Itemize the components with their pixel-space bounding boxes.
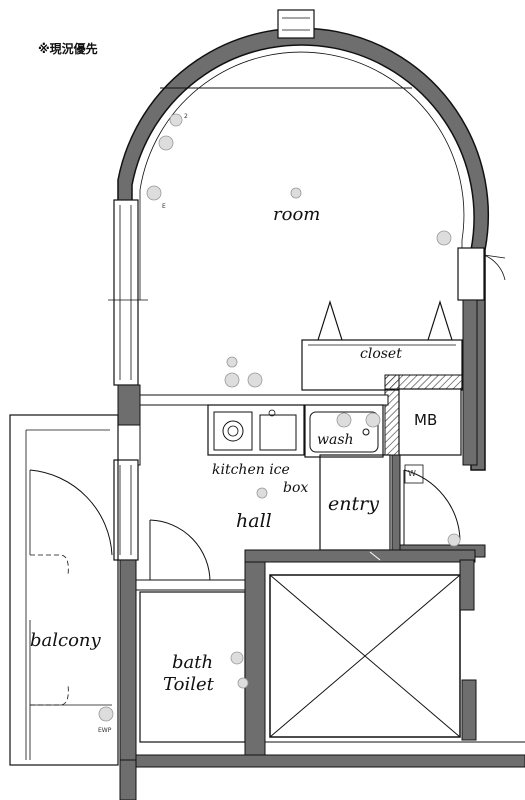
wash-basin [304,404,384,458]
top-window [277,9,315,39]
label-w: W [408,469,416,478]
room-arch-wall [117,27,490,471]
room-right-window [457,247,485,301]
label-bath: bath [172,652,214,673]
label-2: 2 [184,113,188,120]
label-closet: closet [360,346,402,362]
room-left-window [113,199,139,386]
label-balcony: balcony [30,630,101,651]
label-toilet: Toilet [163,674,214,695]
label-hall: hall [236,510,272,532]
label-wash: wash [317,432,354,448]
label-mb: MB [414,411,438,429]
mb-box [398,388,462,456]
label-room: room [273,204,321,225]
void-shaft [269,574,461,738]
entry-door-arc [403,469,461,541]
closet-box [301,339,463,391]
label-box: box [283,480,309,496]
kitchen-counter [207,404,305,456]
balcony-area [9,414,119,766]
label-entry: entry [328,493,379,515]
label-e: E [162,203,166,210]
label-ewp: EWP [98,727,112,734]
label-kitchen-ice: kitchen ice [212,462,290,478]
note-current-condition: ※現況優先 [38,42,98,56]
hall-door-arc [149,519,211,583]
